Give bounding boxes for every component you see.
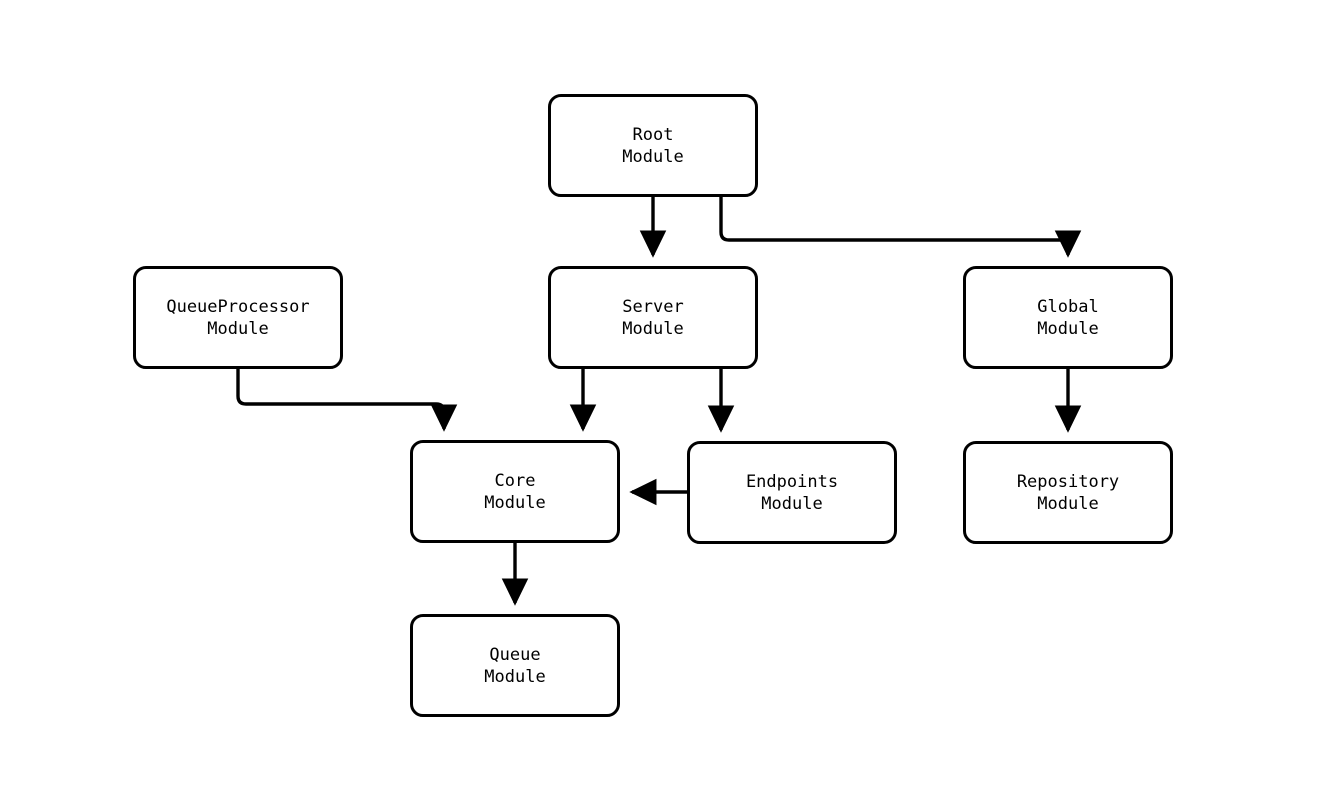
node-endpoints-module[interactable]: Endpoints Module <box>687 441 897 544</box>
node-queue-module[interactable]: Queue Module <box>410 614 620 717</box>
node-repository-module-line2: Module <box>1037 493 1099 514</box>
node-server-module[interactable]: Server Module <box>548 266 758 369</box>
node-root-module-line2: Module <box>622 146 684 167</box>
node-repository-module-label: Repository Module <box>1017 471 1119 515</box>
node-queueprocessor-module-line2: Module <box>207 318 269 339</box>
node-repository-module[interactable]: Repository Module <box>963 441 1173 544</box>
node-queue-module-line1: Queue <box>489 644 541 665</box>
node-server-module-label: Server Module <box>622 296 683 340</box>
node-repository-module-line1: Repository <box>1016 471 1120 492</box>
node-core-module-line1: Core <box>494 470 536 491</box>
node-root-module-line1: Root <box>632 124 674 145</box>
node-root-module[interactable]: Root Module <box>548 94 758 197</box>
edge-root-to-global <box>719 197 1082 258</box>
node-server-module-line2: Module <box>622 318 684 339</box>
node-queueprocessor-module-line1: QueueProcessor <box>166 296 310 317</box>
node-queue-module-line2: Module <box>484 666 546 687</box>
node-root-module-label: Root Module <box>622 124 683 168</box>
node-server-module-line1: Server <box>622 296 684 317</box>
node-endpoints-module-line2: Module <box>761 493 823 514</box>
node-queueprocessor-module-label: QueueProcessor Module <box>166 296 309 340</box>
node-global-module[interactable]: Global Module <box>963 266 1173 369</box>
node-global-module-line1: Global <box>1037 296 1099 317</box>
node-core-module[interactable]: Core Module <box>410 440 620 543</box>
node-queueprocessor-module[interactable]: QueueProcessor Module <box>133 266 343 369</box>
node-queue-module-label: Queue Module <box>484 644 545 688</box>
edge-queueprocessor-to-core <box>236 369 458 432</box>
node-global-module-label: Global Module <box>1037 296 1098 340</box>
node-endpoints-module-label: Endpoints Module <box>746 471 838 515</box>
node-core-module-label: Core Module <box>484 470 545 514</box>
node-core-module-line2: Module <box>484 492 546 513</box>
node-global-module-line2: Module <box>1037 318 1099 339</box>
node-endpoints-module-line1: Endpoints <box>745 471 839 492</box>
